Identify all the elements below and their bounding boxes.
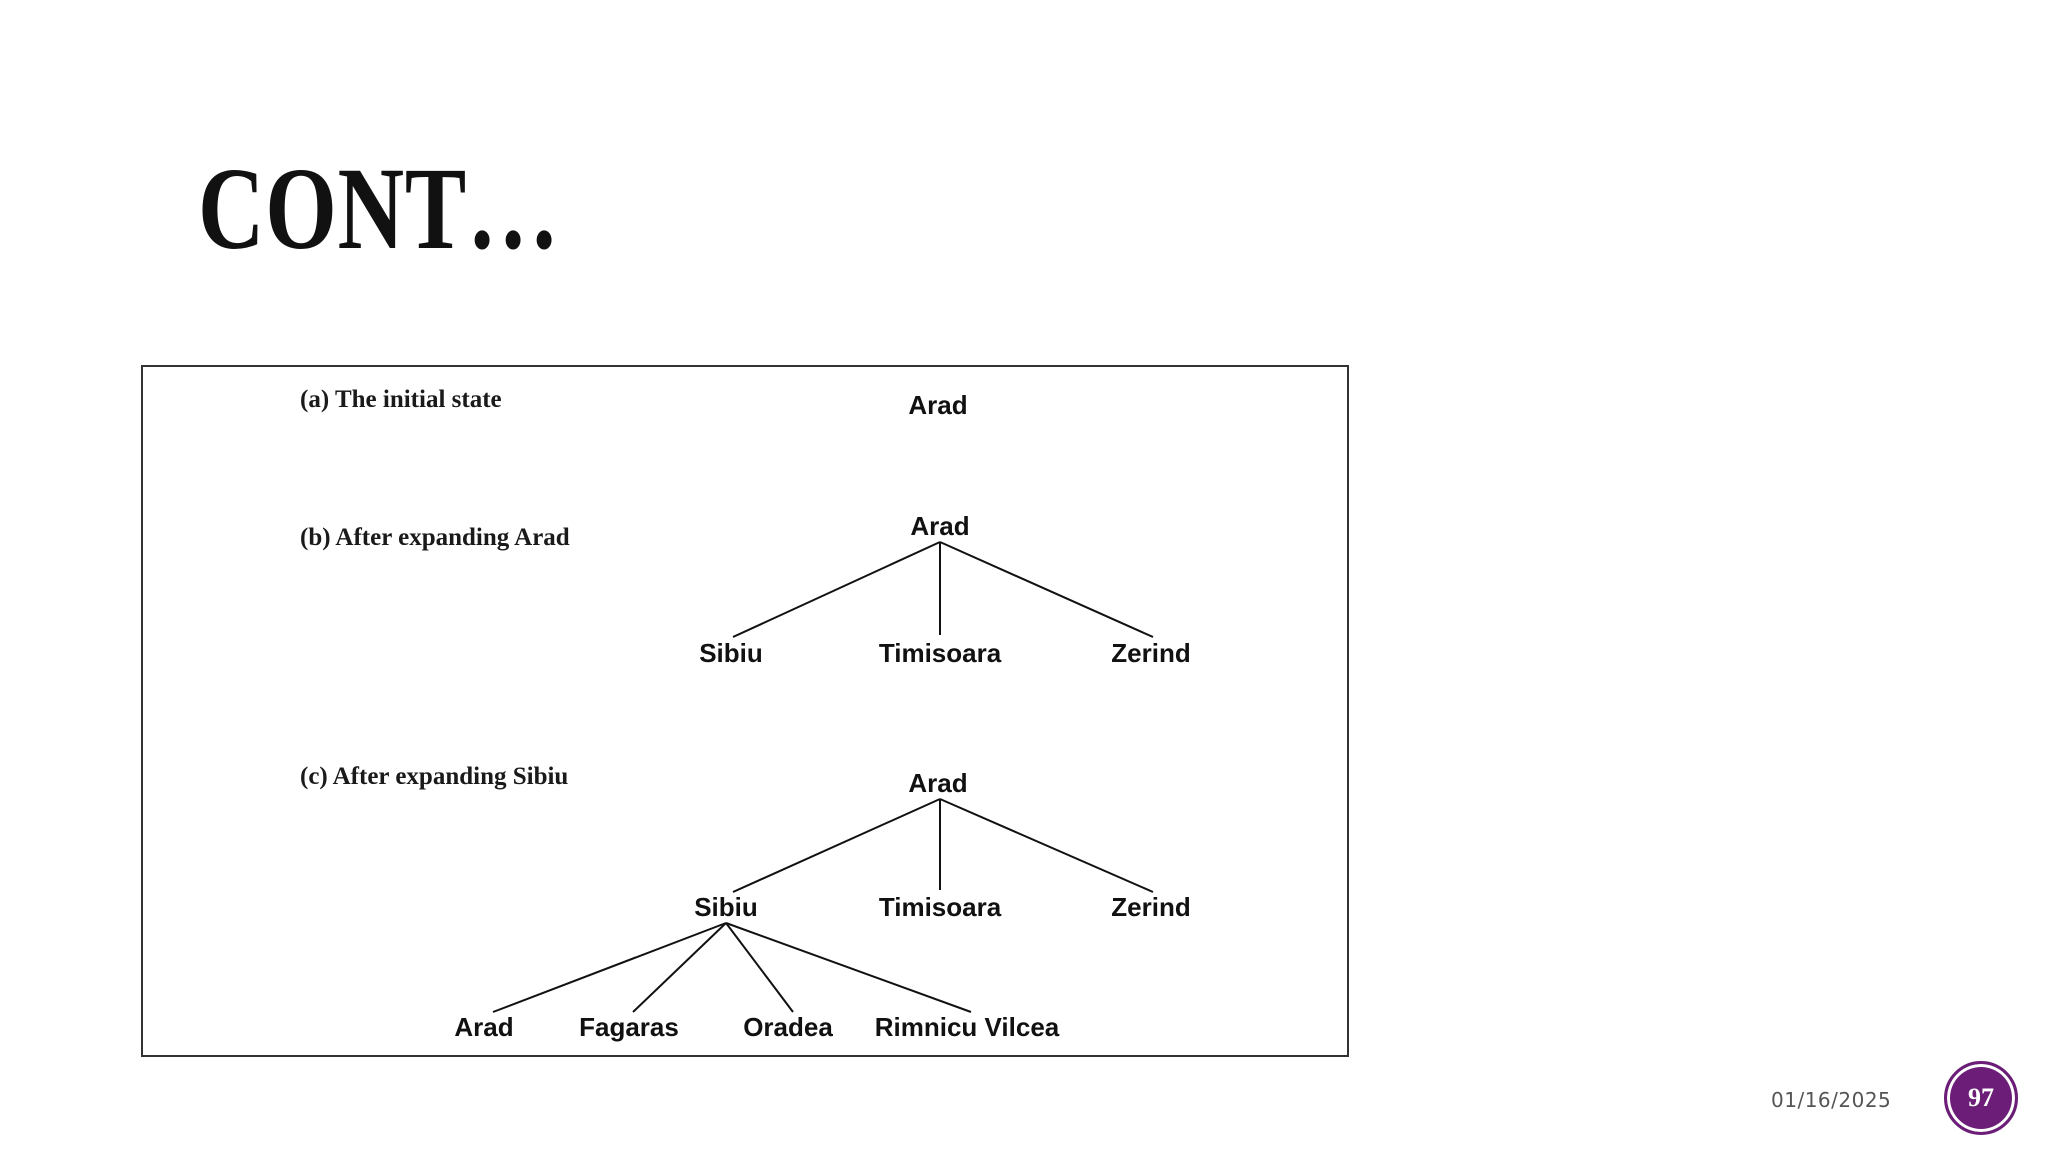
edge-b-arad-sibiu: [732, 541, 941, 638]
slide-date: 01/16/2025: [1771, 1088, 1892, 1112]
edge-c-sibiu-oradea: [725, 922, 794, 1013]
edge-c-arad-sibiu: [732, 798, 941, 893]
page-number-badge: 97: [1944, 1061, 2018, 1135]
edge-c-arad-zerind: [939, 798, 1154, 893]
edge-c-sibiu-fagaras: [632, 922, 727, 1013]
tree-c-grandchild-oradea: Oradea: [743, 1012, 833, 1042]
tree-a-root: Arad: [908, 390, 967, 420]
tree-b-child-timisoara: Timisoara: [879, 638, 1002, 668]
caption-b: (b) After expanding Arad: [300, 524, 570, 551]
edge-c-sibiu-arad: [492, 922, 727, 1013]
page-number: 97: [1968, 1083, 1994, 1112]
tree-c-grandchild-fagaras: Fagaras: [579, 1012, 679, 1042]
search-tree-figure: (a) The initial state (b) After expandin…: [141, 365, 1349, 1057]
slide-title: CONT…: [198, 143, 560, 274]
tree-c-grandchild-rimnicu-vilcea: Rimnicu Vilcea: [875, 1012, 1060, 1042]
tree-b-child-sibiu: Sibiu: [699, 638, 763, 668]
caption-a: (a) The initial state: [300, 386, 502, 413]
edge-b-arad-zerind: [939, 541, 1154, 638]
edge-c-sibiu-rimnicu: [725, 922, 972, 1013]
tree-c-child-sibiu: Sibiu: [694, 892, 758, 922]
tree-b-child-zerind: Zerind: [1111, 638, 1190, 668]
tree-b-root: Arad: [910, 511, 969, 541]
tree-c-child-timisoara: Timisoara: [879, 892, 1002, 922]
caption-c: (c) After expanding Sibiu: [300, 763, 568, 790]
search-tree-diagram: (a) The initial state (b) After expandin…: [300, 386, 1191, 1042]
tree-c-grandchild-arad: Arad: [454, 1012, 513, 1042]
tree-c-root: Arad: [908, 768, 967, 798]
tree-c-child-zerind: Zerind: [1111, 892, 1190, 922]
